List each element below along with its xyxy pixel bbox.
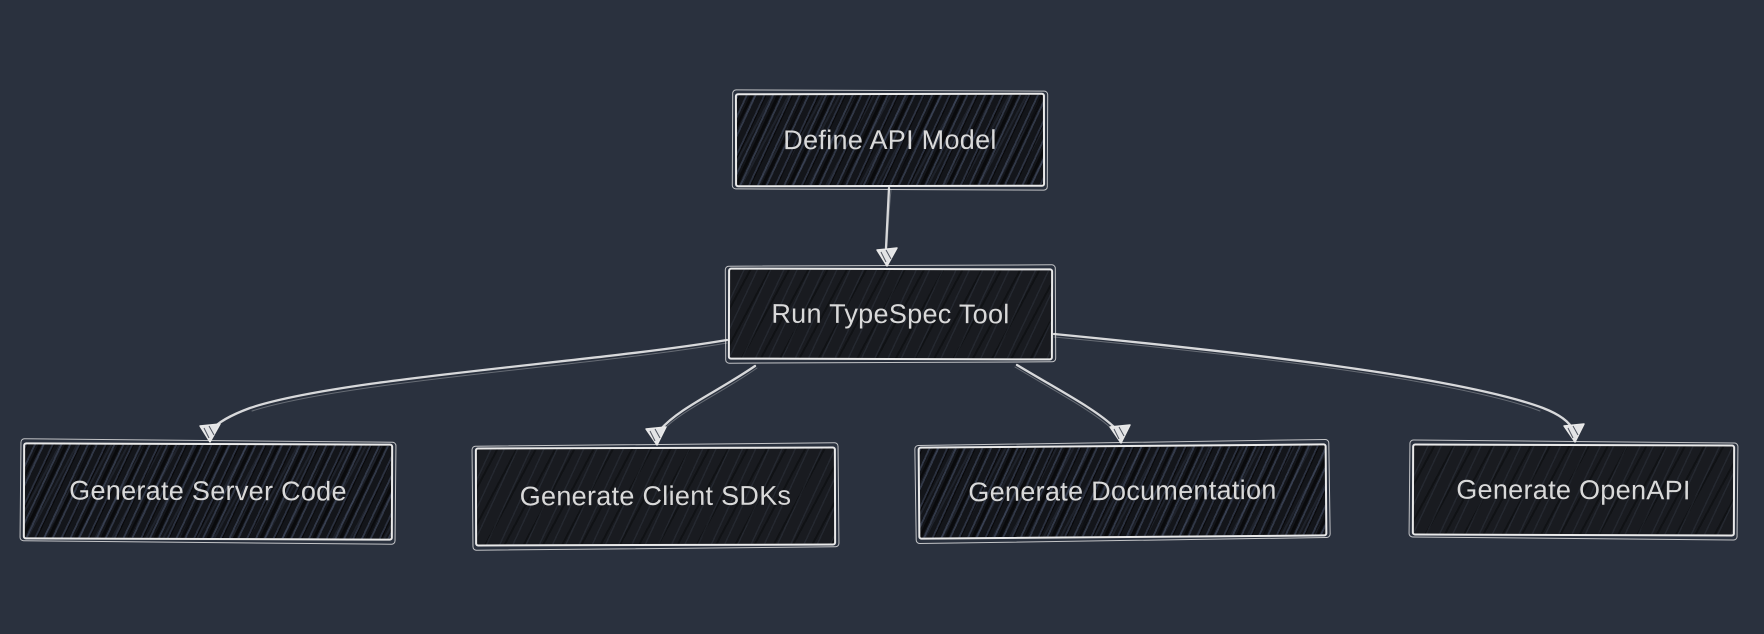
- node-generate-client-sdks[interactable]: Generate Client SDKs: [474, 446, 837, 547]
- edge-run-to-client: [658, 364, 757, 432]
- arrowhead-openapi: [1563, 423, 1585, 443]
- node-generate-server-code[interactable]: Generate Server Code: [22, 442, 394, 541]
- node-run-typespec-tool[interactable]: Run TypeSpec Tool: [727, 267, 1054, 361]
- edge-run-to-server: [210, 338, 729, 432]
- edge-define-to-run: [884, 186, 891, 250]
- node-label: Define API Model: [783, 124, 997, 155]
- node-label: Generate Client SDKs: [519, 480, 792, 512]
- node-label: Generate Server Code: [69, 475, 347, 507]
- edge-run-to-docs: [1015, 363, 1117, 430]
- arrowhead-run: [876, 247, 898, 267]
- arrowhead-client: [645, 426, 667, 446]
- node-label: Generate Documentation: [968, 474, 1277, 508]
- edge-run-to-openapi: [1052, 332, 1575, 432]
- node-define-api-model[interactable]: Define API Model: [734, 92, 1046, 188]
- arrowhead-server: [199, 423, 221, 443]
- node-label: Generate OpenAPI: [1456, 474, 1691, 505]
- node-generate-documentation[interactable]: Generate Documentation: [917, 443, 1328, 540]
- node-label: Run TypeSpec Tool: [771, 298, 1010, 329]
- arrowhead-docs: [1109, 424, 1131, 444]
- node-generate-openapi[interactable]: Generate OpenAPI: [1411, 443, 1736, 537]
